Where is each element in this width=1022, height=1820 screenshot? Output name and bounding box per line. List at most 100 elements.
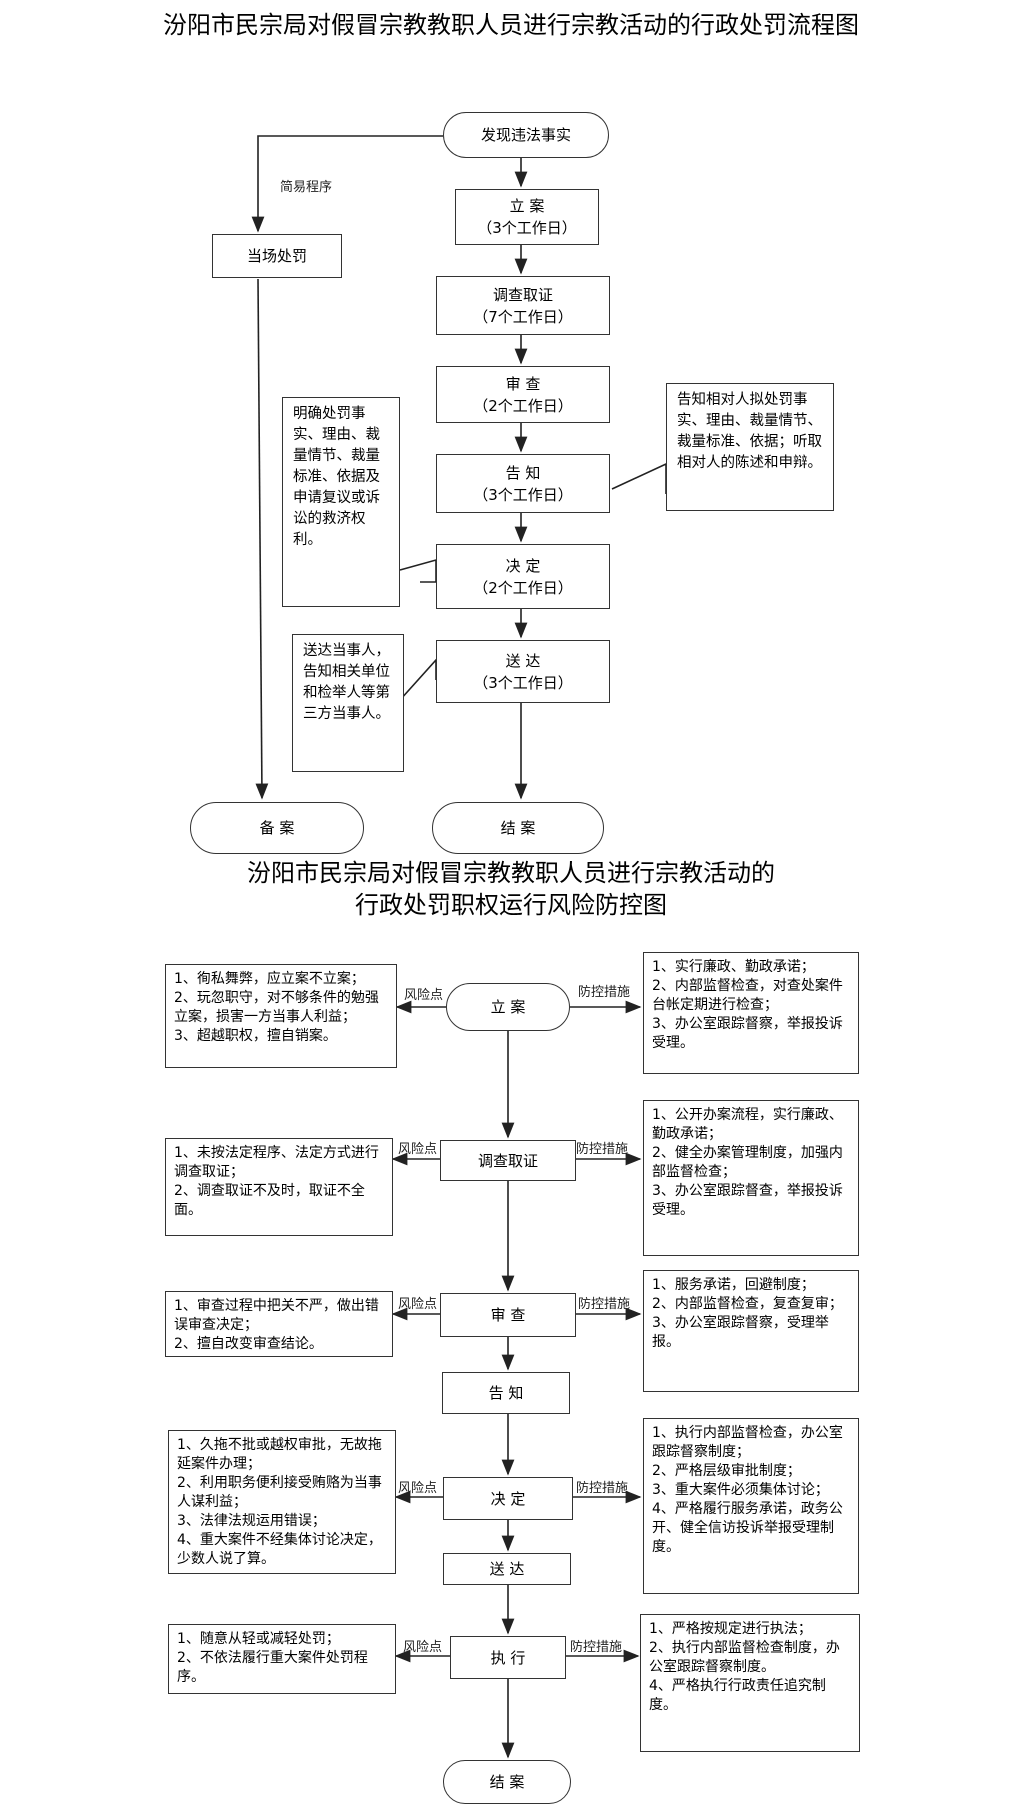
control-item: 1、公开办案流程，实行廉政、勤政承诺； [652, 1107, 843, 1142]
control-box-execution: 1、严格按规定进行执法； 2、执行内部监督检查制度，办公室跟踪督察制度。 4、严… [640, 1614, 860, 1752]
start-node-label: 发现违法事实 [480, 126, 571, 144]
risk-label-2: 风险点 [398, 1142, 438, 1157]
ctrl-step-notification: 告 知 [442, 1372, 570, 1414]
step-name: 送 达 [505, 651, 541, 670]
control-item: 2、健全办案管理制度，加强内部监督检查； [652, 1145, 843, 1180]
step-filing: 立 案 （3个工作日） [455, 189, 599, 245]
ctrl-step-label: 执 行 [490, 1648, 526, 1667]
risk-label-3: 风险点 [398, 1297, 438, 1312]
control-label-2: 防控措施 [576, 1142, 629, 1157]
control-item: 1、严格按规定进行执法； [649, 1621, 812, 1637]
callout-pointer-notify [611, 462, 667, 494]
control-item: 1、服务承诺，回避制度； [652, 1277, 815, 1293]
control-item: 4、严格履行服务承诺，政务公开、健全信访投诉举报受理制度。 [652, 1501, 843, 1555]
note-notify-contents: 告知相对人拟处罚事实、理由、裁量情节、裁量标准、依据；听取相对人的陈述和申辩。 [666, 383, 834, 511]
note-delivery-contents: 送达当事人，告知相关单位和检举人等第三方当事人。 [292, 634, 404, 772]
note-notify-text: 告知相对人拟处罚事实、理由、裁量情节、裁量标准、依据；听取相对人的陈述和申辩。 [677, 392, 822, 471]
step-name: 决 定 [505, 556, 541, 575]
risk-item: 4、重大案件不经集体讨论决定，少数人说了算。 [177, 1532, 382, 1567]
control-box-filing: 1、实行廉政、勤政承诺； 2、内部监督检查，对查处案件台帐定期进行检查； 3、办… [643, 952, 859, 1074]
note-decision-contents: 明确处罚事实、理由、裁量情节、裁量标准、依据及申请复议或诉讼的救济权利。 [282, 397, 400, 607]
risk-label-5: 风险点 [403, 1640, 443, 1655]
risk-box-execution: 1、随意从轻或减轻处罚； 2、不依法履行重大案件处罚程序。 [168, 1624, 396, 1694]
control-label-5: 防控措施 [570, 1640, 623, 1655]
control-label-1: 防控措施 [578, 985, 631, 1000]
archive-node: 备 案 [190, 802, 364, 854]
ctrl-step-review: 审 查 [440, 1293, 576, 1337]
end-label: 结 案 [500, 819, 536, 837]
note-delivery-text: 送达当事人，告知相关单位和检举人等第三方当事人。 [303, 643, 390, 722]
step-days: （2个工作日） [473, 396, 573, 415]
risk-item: 2、擅自改变审查结论。 [174, 1336, 323, 1352]
control-item: 3、办公室跟踪督察，举报投诉受理。 [652, 1016, 843, 1051]
step-investigation: 调查取证 （7个工作日） [436, 276, 610, 335]
control-item: 2、执行内部监督检查制度，办公室跟踪督察制度。 [649, 1640, 840, 1675]
risk-item: 2、调查取证不及时，取证不全面。 [174, 1183, 365, 1218]
step-notification: 告 知 （3个工作日） [436, 454, 610, 513]
control-item: 3、办公室跟踪督察，受理举报。 [652, 1315, 829, 1350]
control-label-3: 防控措施 [578, 1297, 631, 1312]
risk-label-4: 风险点 [398, 1481, 438, 1496]
onsite-penalty-box: 当场处罚 [212, 234, 342, 278]
step-name: 告 知 [505, 463, 541, 482]
ctrl-step-filing: 立 案 [446, 983, 570, 1031]
step-days: （3个工作日） [477, 219, 577, 237]
onsite-penalty-label: 当场处罚 [246, 247, 307, 265]
chart2-title-line1: 汾阳市民宗局对假冒宗教教职人员进行宗教活动的 [247, 859, 775, 887]
control-box-decision: 1、执行内部监督检查，办公室跟踪督察制度； 2、严格层级审批制度； 3、重大案件… [643, 1418, 859, 1594]
risk-item: 2、玩忽职守，对不够条件的勉强立案，损害一方当事人利益； [174, 990, 379, 1025]
control-item: 2、严格层级审批制度； [652, 1463, 801, 1479]
ctrl-step-label: 调查取证 [477, 1151, 538, 1170]
end-node: 结 案 [432, 802, 604, 854]
simple-procedure-label: 简易程序 [280, 180, 333, 195]
ctrl-step-execution: 执 行 [450, 1636, 566, 1679]
control-item: 3、办公室跟踪督查，举报投诉受理。 [652, 1183, 843, 1218]
step-decision: 决 定 （2个工作日） [436, 544, 610, 609]
ctrl-step-investigation: 调查取证 [440, 1140, 576, 1181]
risk-item: 1、徇私舞弊，应立案不立案； [174, 971, 365, 987]
ctrl-step-close: 结 案 [443, 1760, 571, 1804]
risk-box-review: 1、审查过程中把关不严，做出错误审查决定； 2、擅自改变审查结论。 [165, 1291, 393, 1357]
callout-pointer-deliver [399, 657, 437, 701]
ctrl-step-label: 立 案 [490, 998, 526, 1016]
risk-item: 3、法律法规运用错误； [177, 1513, 326, 1529]
step-days: （2个工作日） [473, 578, 573, 597]
control-item: 2、内部监督检查，对查处案件台帐定期进行检查； [652, 978, 843, 1013]
risk-box-decision: 1、久拖不批或越权审批，无故拖延案件办理； 2、利用职务便利接受贿赂为当事人谋利… [168, 1430, 396, 1574]
step-review: 审 查 （2个工作日） [436, 366, 610, 423]
risk-box-filing: 1、徇私舞弊，应立案不立案； 2、玩忽职守，对不够条件的勉强立案，损害一方当事人… [165, 964, 397, 1068]
risk-box-investigation: 1、未按法定程序、法定方式进行调查取证； 2、调查取证不及时，取证不全面。 [165, 1138, 393, 1236]
control-label-4: 防控措施 [576, 1481, 629, 1496]
control-item: 3、重大案件必须集体讨论； [652, 1482, 829, 1498]
callout-pointer-decision [399, 558, 437, 583]
start-node: 发现违法事实 [443, 112, 609, 158]
step-days: （7个工作日） [473, 307, 573, 326]
risk-item: 1、审查过程中把关不严，做出错误审查决定； [174, 1298, 379, 1333]
ctrl-step-decision: 决 定 [443, 1477, 573, 1520]
ctrl-step-delivery: 送 达 [443, 1553, 571, 1585]
ctrl-step-label: 结 案 [489, 1773, 525, 1791]
step-days: （3个工作日） [473, 485, 573, 504]
control-item: 1、执行内部监督检查，办公室跟踪督察制度； [652, 1425, 843, 1460]
archive-label: 备 案 [259, 819, 295, 837]
control-item: 1、实行廉政、勤政承诺； [652, 959, 815, 975]
step-name: 调查取证 [492, 285, 553, 304]
risk-item: 2、利用职务便利接受贿赂为当事人谋利益； [177, 1475, 382, 1510]
chart2-title-line2: 行政处罚职权运行风险防控图 [355, 891, 667, 919]
step-name: 审 查 [505, 374, 541, 393]
risk-item: 1、未按法定程序、法定方式进行调查取证； [174, 1145, 379, 1180]
ctrl-step-label: 审 查 [490, 1306, 526, 1324]
risk-label-1: 风险点 [404, 988, 444, 1003]
step-delivery: 送 达 （3个工作日） [436, 640, 610, 703]
ctrl-step-label: 告 知 [488, 1384, 524, 1402]
control-box-investigation: 1、公开办案流程，实行廉政、勤政承诺； 2、健全办案管理制度，加强内部监督检查；… [643, 1100, 859, 1256]
step-days: （3个工作日） [473, 673, 573, 692]
control-item: 2、内部监督检查，复查复审； [652, 1296, 843, 1312]
control-item: 4、严格执行行政责任追究制度。 [649, 1678, 826, 1713]
ctrl-step-label: 送 达 [489, 1560, 525, 1578]
arrow-onsite-to-archive [255, 278, 269, 800]
control-box-review: 1、服务承诺，回避制度； 2、内部监督检查，复查复审； 3、办公室跟踪督察，受理… [643, 1270, 859, 1392]
risk-item: 3、超越职权，擅自销案。 [174, 1028, 337, 1044]
risk-item: 1、久拖不批或越权审批，无故拖延案件办理； [177, 1437, 382, 1472]
